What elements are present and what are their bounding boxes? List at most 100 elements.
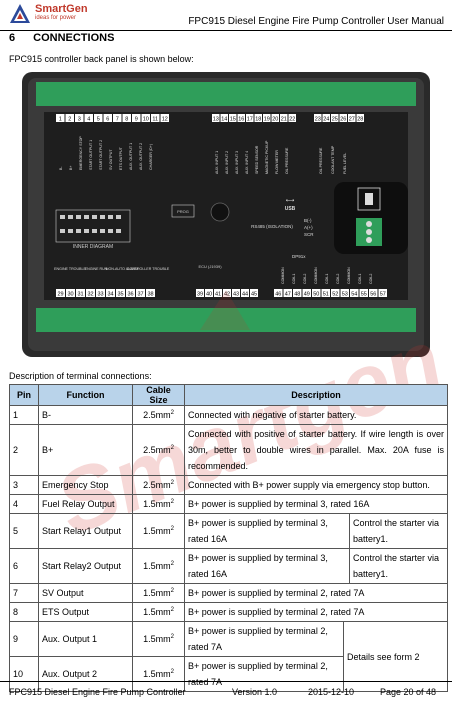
terminal-label: SPEED SENSOR: [255, 145, 259, 174]
terminal-number: 18: [255, 117, 261, 123]
terminal-number-box: [65, 114, 74, 122]
terminal-number: 30: [67, 292, 73, 298]
terminal-number-box: [84, 114, 93, 122]
terminal-number-box: [113, 114, 122, 122]
terminal-table: Pin Function Cable Size Description 1 B-…: [9, 384, 448, 692]
terminal-number: 33: [97, 292, 103, 298]
terminal-label: B-: [59, 166, 63, 170]
prog-port-icon: [210, 202, 230, 222]
col-function: Function: [38, 384, 133, 406]
section-number: 6: [9, 32, 16, 44]
terminal-number-box: [223, 289, 231, 297]
terminal-label: FUEL LEVEL: [343, 153, 347, 174]
terminal-number: 6: [106, 117, 109, 123]
table-row: 4 Fuel Relay Output 1.5mm2 B+ power is s…: [9, 494, 448, 514]
section-title: CONNECTIONS: [33, 32, 115, 44]
terminal-number: 1: [59, 117, 62, 123]
terminal-number: 28: [357, 117, 363, 123]
section-heading: 6 CONNECTIONS: [9, 32, 132, 44]
smartgen-logo-icon: [10, 4, 30, 23]
terminal-number: 40: [206, 292, 212, 298]
footer-page: Page 20 of 48: [380, 687, 437, 697]
terminal-number: 2: [68, 117, 71, 123]
terminal-number-box: [250, 289, 258, 297]
inner-diagram-label: INNER DIAGRAM: [73, 244, 113, 250]
dp-label: DP91x: [292, 254, 306, 259]
terminal-number: 35: [117, 292, 123, 298]
table-row: 9 Aux. Output 1 1.5mm2 B+ power is suppl…: [9, 621, 448, 692]
table-row: 10 Aux. Output 2 1.5mm2: [9, 656, 448, 692]
terminal-label: COIL2: [336, 274, 340, 284]
terminal-number-box: [271, 114, 279, 122]
terminal-number-box: [312, 289, 321, 297]
terminal-number-box: [229, 114, 237, 122]
terminal-number: 8: [125, 117, 128, 123]
terminal-number-box: [141, 114, 150, 122]
prog-port-label: PROG: [177, 209, 189, 214]
terminal-number: 49: [304, 292, 310, 298]
terminal-number-box: [378, 289, 387, 297]
terminal-label: AUX. INPUT 4: [245, 151, 249, 174]
terminal-number: 11: [152, 117, 158, 123]
terminal-label: AUX. OUTPUT 1: [129, 143, 133, 170]
terminal-number-box: [356, 114, 364, 122]
table-row: 5 Start Relay1 Output 1.5mm2 B+ power is…: [9, 513, 448, 549]
rs485-pin-label: SCR: [304, 232, 314, 237]
usb-symbol-icon: ⟷: [286, 198, 295, 204]
bottom-group-label: NON-AUTO ALARM: [106, 267, 138, 271]
terminal-number-box: [314, 114, 322, 122]
terminal-label: CHARGER (D+): [149, 144, 153, 170]
terminal-number: 36: [127, 292, 133, 298]
terminal-number-box: [340, 289, 349, 297]
terminal-number: 46: [275, 292, 281, 298]
table-row: 7 SV Output 1.5mm2 B+ power is supplied …: [9, 583, 448, 603]
terminal-number: 23: [315, 117, 321, 123]
terminal-label: COMMON: [281, 267, 285, 284]
terminal-number: 14: [221, 117, 227, 123]
terminal-number-box: [280, 114, 288, 122]
table-row: 2 B+ 2.5mm2 Connected with positive of s…: [9, 424, 448, 476]
terminal-number-box: [348, 114, 356, 122]
terminal-number-box: [254, 114, 262, 122]
terminal-label: AUX. INPUT 3: [235, 151, 239, 174]
terminal-label: ETS OUTPUT: [119, 146, 123, 170]
terminal-number-box: [369, 289, 378, 297]
terminal-number: 5: [97, 117, 100, 123]
rs485-pin-label: A(+): [304, 225, 313, 230]
terminal-number: 47: [285, 292, 291, 298]
table-row: 8 ETS Output 1.5mm2 B+ power is supplied…: [9, 602, 448, 622]
ecu-label: ECU (J1939): [198, 264, 222, 269]
terminal-label: SV OUTPUT: [109, 149, 113, 170]
terminal-number-box: [126, 289, 135, 297]
terminal-label: OIL PRESSURE: [319, 147, 323, 174]
brand-name: SmartGen: [35, 3, 88, 15]
terminal-number: 13: [213, 117, 219, 123]
terminal-number: 43: [233, 292, 239, 298]
terminal-label: COIL1: [358, 274, 362, 284]
terminal-number-box: [220, 114, 228, 122]
terminal-number: 7: [116, 117, 119, 123]
terminal-number: 24: [323, 117, 329, 123]
terminal-number-box: [339, 114, 347, 122]
terminal-number-box: [302, 289, 311, 297]
terminal-number-box: [196, 289, 204, 297]
terminal-number-box: [205, 289, 213, 297]
terminal-number-box: [331, 289, 340, 297]
table-row: 3 Emergency Stop 2.5mm2 Connected with B…: [9, 475, 448, 495]
terminal-number: 37: [137, 292, 143, 298]
terminal-number: 57: [380, 292, 386, 298]
terminal-number-box: [56, 289, 65, 297]
terminal-number: 42: [224, 292, 230, 298]
terminal-label: MAGNETIC PICKUP: [265, 140, 269, 174]
terminal-number: 26: [340, 117, 346, 123]
intro-text: FPC915 controller back panel is shown be…: [9, 54, 194, 64]
page-header: SmartGen ideas for power FPC915 Diesel E…: [0, 0, 452, 31]
terminal-number: 16: [238, 117, 244, 123]
terminal-label: COIL2: [369, 274, 373, 284]
